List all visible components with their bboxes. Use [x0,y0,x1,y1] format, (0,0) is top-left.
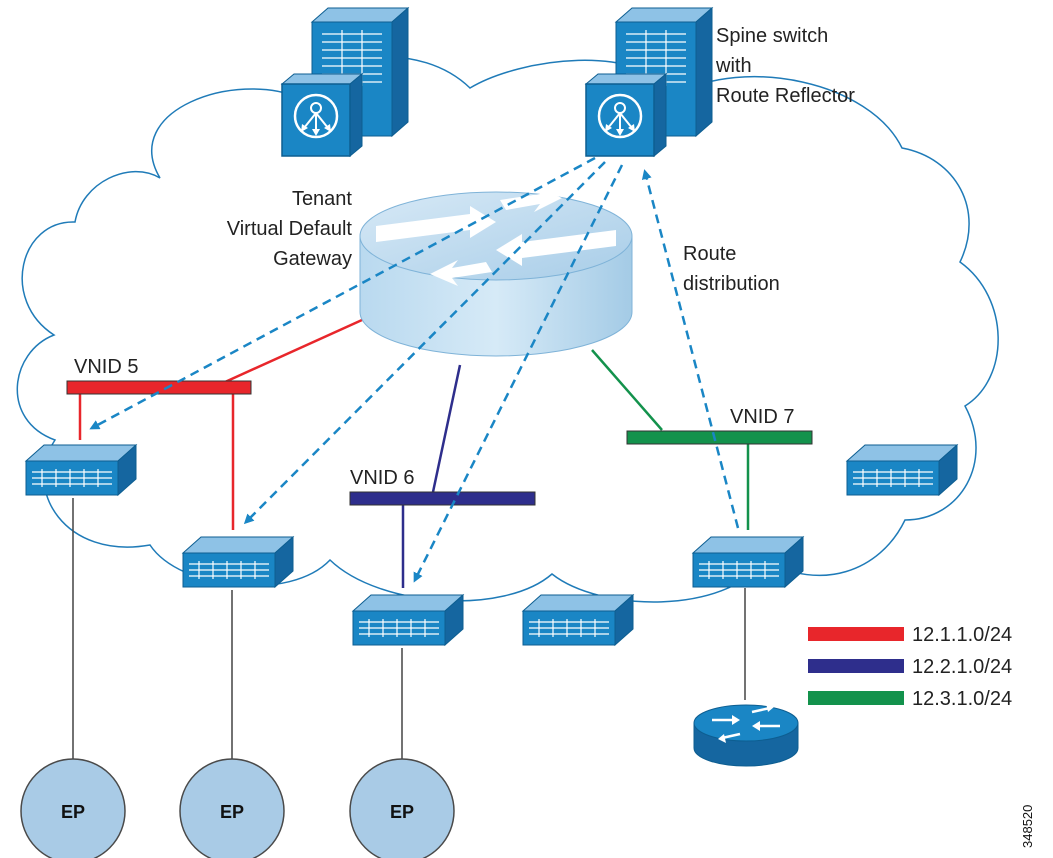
legend-swatch-3 [808,691,904,705]
vnid6-bar [349,491,536,506]
vnid6-label: VNID 6 [350,467,414,489]
spine-label-line3: Route Reflector [716,85,855,107]
vnid7-links [591,349,750,530]
vnid7-bar [626,430,813,445]
endpoint-links [72,498,746,760]
route-label-line1: Route [683,243,736,265]
legend-swatch-1 [808,627,904,641]
spine-switch-left-icon [280,6,410,158]
endpoint-3: EP [349,758,455,858]
spine-switch-route-reflector-icon [584,6,714,158]
leaf-switch-1-icon [25,444,137,496]
spine-label-line1: Spine switch [716,25,828,47]
endpoint-1: EP [20,758,126,858]
legend-label-3: 12.3.1.0/24 [912,688,1012,710]
spine-label-line2: with [715,55,752,77]
leaf-switch-6-icon [846,444,958,496]
tenant-gateway-router-icon [359,186,633,357]
vnid6-links [401,364,462,588]
edge-router-icon [693,703,799,767]
endpoint-1-label: EP [61,802,85,822]
leaf-switch-5-icon [692,536,804,588]
legend-label-2: 12.2.1.0/24 [912,656,1012,678]
endpoint-2-label: EP [220,802,244,822]
gateway-label-line3: Gateway [273,248,352,270]
leaf-switch-2-icon [182,536,294,588]
endpoint-3-label: EP [390,802,414,822]
figure-id: 348520 [1020,805,1035,848]
route-distribution-arrows [89,156,740,583]
legend: 12.1.1.0/24 12.2.1.0/24 12.3.1.0/24 [808,624,1012,710]
legend-label-1: 12.1.1.0/24 [912,624,1012,646]
endpoint-2: EP [179,758,285,858]
gateway-label-line2: Virtual Default [227,218,353,240]
vnid7-label: VNID 7 [730,406,794,428]
leaf-switch-4-icon [522,594,634,646]
route-label-line2: distribution [683,273,780,295]
gateway-label-line1: Tenant [292,188,352,210]
vnid5-bar [66,380,252,395]
legend-swatch-2 [808,659,904,673]
vnid5-label: VNID 5 [74,356,138,378]
leaf-switch-3-icon [352,594,464,646]
vnid5-links [78,318,363,530]
